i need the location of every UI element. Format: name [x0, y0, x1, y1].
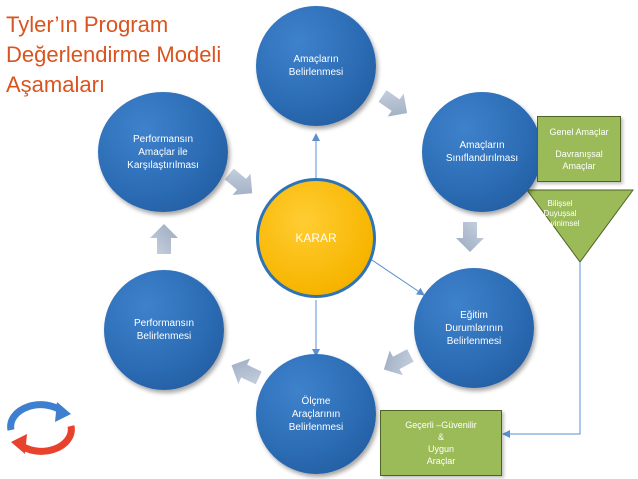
- box-goal-types: Genel Amaçlar Davranışsal Amaçlar: [537, 116, 621, 182]
- node-measurement-tools-line-2: Araçlarının: [291, 408, 341, 420]
- node-measurement-tools-line-3: Belirlenmesi: [288, 421, 344, 433]
- arrow-right-down: [456, 222, 484, 252]
- node-performance-compared: Performansın Amaçlar ile Karşılaştırılma…: [98, 92, 228, 212]
- cycle-arrows-icon: [7, 401, 75, 455]
- node-performance-determined-line-2: Belirlenmesi: [136, 331, 192, 342]
- node-performance-compared-line-2: Amaçlar ile: [138, 146, 188, 158]
- node-performance-determined-line-1: Performansın: [133, 318, 195, 329]
- arrow-left-top-to-center: [224, 168, 253, 196]
- funnel-triangle: [526, 189, 634, 263]
- node-performance-compared-line-3: Karşılaştırılması: [127, 159, 199, 171]
- node-objectives-defined-line-2: Belirlenmesi: [288, 67, 344, 78]
- node-measurement-tools-line-1: Ölçme: [301, 395, 331, 407]
- node-objectives-defined: Amaçların Belirlenmesi: [256, 6, 376, 126]
- box-tool-criteria-line-2: &: [437, 432, 444, 442]
- node-objectives-classified: Amaçların Sınıflandırılması: [422, 92, 542, 212]
- funnel-domains: Bilişsel Duyuşsal Devinimsel: [530, 199, 590, 229]
- node-performance-compared-line-1: Performansın: [132, 133, 194, 145]
- node-performance-determined: Performansın Belirlenmesi: [104, 270, 224, 390]
- box-tool-criteria-line-1: Geçerli –Güvenilir: [405, 420, 477, 430]
- page-title: Tyler’ın Program Değerlendirme Modeli Aş…: [6, 10, 221, 100]
- box-goal-types-line-3: Davranışsal: [555, 149, 603, 159]
- funnel-line-2: Duyuşsal: [543, 209, 577, 218]
- node-learning-situations: Eğitim Durumlarının Belirlenmesi: [414, 268, 534, 388]
- title-line-1: Tyler’ın Program: [6, 12, 169, 37]
- title-line-2: Değerlendirme Modeli: [6, 42, 222, 67]
- arrow-bottom-to-left: [231, 358, 262, 385]
- arrow-top-to-right: [378, 90, 408, 117]
- connector-funnel-to-tools: [502, 262, 581, 438]
- box-goal-types-line-1: Genel Amaçlar: [549, 127, 609, 137]
- title-line-3: Aşamaları: [6, 72, 106, 97]
- node-objectives-classified-line-1: Amaçların: [459, 140, 505, 151]
- node-objectives-classified-line-2: Sınıflandırılması: [445, 153, 519, 164]
- box-tool-criteria: Geçerli –Güvenilir & Uygun Araçlar: [380, 410, 502, 476]
- funnel-line-3: Devinimsel: [540, 219, 580, 228]
- center-node-karar: KARAR: [256, 178, 376, 298]
- arrow-right-bottom-to-bottom: [383, 349, 414, 376]
- box-goal-types-line-4: Amaçlar: [562, 161, 596, 171]
- node-learning-situations-line-3: Belirlenmesi: [446, 335, 502, 347]
- node-learning-situations-line-1: Eğitim: [460, 309, 488, 321]
- node-learning-situations-line-2: Durumlarının: [445, 322, 503, 334]
- box-tool-criteria-line-3: Uygun: [427, 444, 454, 454]
- node-objectives-defined-line-1: Amaçların: [293, 54, 339, 65]
- box-tool-criteria-line-4: Araçlar: [426, 456, 456, 466]
- funnel-line-1: Bilişsel: [547, 199, 573, 208]
- arrow-left-up: [150, 224, 178, 254]
- center-node-label: KARAR: [295, 230, 337, 245]
- node-measurement-tools: Ölçme Araçlarının Belirlenmesi: [256, 354, 376, 474]
